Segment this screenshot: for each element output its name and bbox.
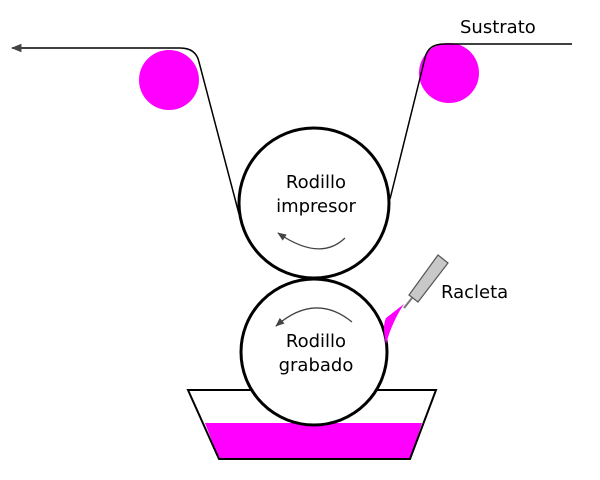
engraved-rotation-arrow-icon [275, 307, 353, 327]
substrate-web-left [10, 43, 240, 215]
doctor-blade [384, 254, 449, 344]
impression-roller-label-line1: Rodillo [286, 172, 346, 193]
left-guide-roller [139, 50, 199, 110]
engraved-roller-label-line1: Rodillo [286, 331, 346, 352]
blade-body [408, 254, 449, 303]
impression-rotation-arrow-icon [277, 232, 346, 250]
doctor-blade-label: Racleta [441, 282, 508, 303]
substrate-web [389, 43, 572, 200]
right-guide-roller [419, 43, 479, 103]
impression-roller-label-line2: impresor [276, 196, 356, 217]
blade-tip [403, 297, 413, 309]
ink-meniscus [384, 304, 404, 344]
substrate-label: Sustrato [460, 17, 536, 38]
engraved-roller-label-line2: grabado [279, 355, 354, 376]
engraved-roller [239, 277, 389, 427]
ink-fill [205, 423, 422, 459]
